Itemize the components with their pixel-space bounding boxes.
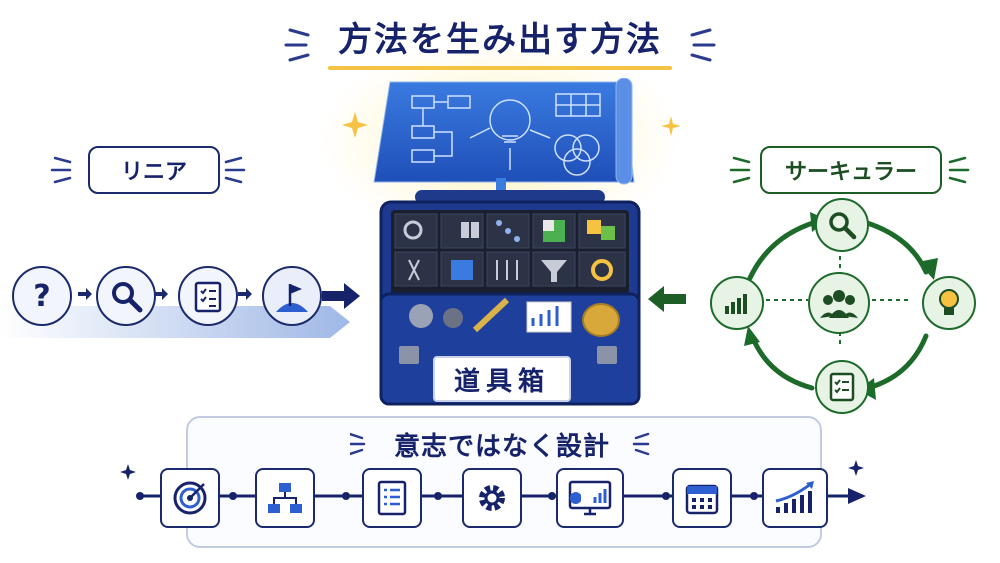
flowchart-icon (255, 468, 315, 528)
gear-icon (462, 468, 522, 528)
target-icon (160, 468, 220, 528)
linear-to-toolbox-arrow-icon (322, 283, 360, 309)
calendar-icon (672, 468, 732, 528)
linear-label-decoration (50, 156, 246, 184)
toolbox-label: 道具箱 (433, 356, 571, 402)
bar-chart-icon (710, 276, 764, 330)
question-icon: ? (12, 266, 72, 326)
search-icon (815, 198, 869, 252)
process-label-decoration (350, 432, 650, 456)
circular-label: サーキュラー (760, 146, 942, 194)
list-icon (362, 468, 422, 528)
goal-flag-icon (262, 266, 322, 326)
team-icon (808, 272, 870, 334)
blueprint-sheet (373, 78, 635, 185)
linear-flow-band (0, 288, 350, 338)
linear-label: リニア (88, 146, 220, 194)
toolbox (379, 190, 641, 406)
sparkle-icon (661, 116, 681, 136)
monitor-chart-icon (556, 468, 624, 528)
growth-chart-icon (762, 468, 828, 528)
circular-to-toolbox-arrow-icon (648, 286, 686, 312)
checklist-icon (815, 360, 869, 414)
lightbulb-icon (922, 276, 976, 330)
magnifier-icon (96, 266, 156, 326)
page-title: 方法を生み出す方法 (338, 20, 662, 60)
title-decoration (284, 28, 716, 70)
process-label: 意志ではなく設計 (393, 432, 610, 462)
sparkle-icon (342, 112, 368, 138)
circular-label-decoration (729, 156, 970, 184)
checklist-icon (178, 266, 238, 326)
